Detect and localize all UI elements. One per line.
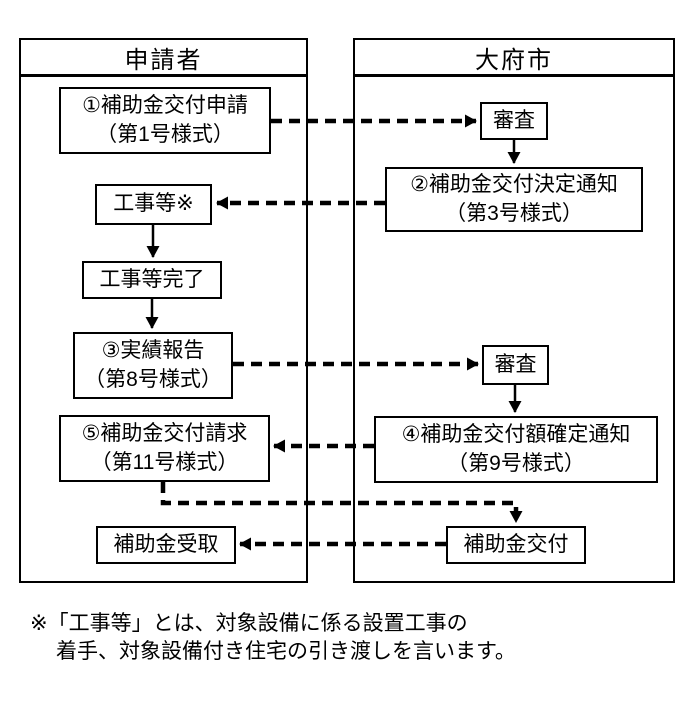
box-subsidy-receive: 補助金受取	[96, 526, 236, 564]
applicant-column: 申請者	[19, 38, 308, 583]
box-subsidy-application: ①補助金交付申請 （第1号様式）	[59, 87, 271, 154]
box-review-1: 審査	[480, 102, 548, 140]
footnote-line-2: 着手、対象設備付き住宅の引き渡しを言います。	[56, 640, 516, 663]
box-subsidy-payment: 補助金交付	[446, 526, 586, 564]
box-amount-notice: ④補助金交付額確定通知 （第9号様式）	[374, 416, 658, 483]
city-column-header: 大府市	[355, 40, 673, 77]
box-decision-notice: ②補助金交付決定通知 （第3号様式）	[385, 167, 643, 232]
city-column: 大府市	[353, 38, 675, 583]
box-performance-report: ③実績報告 （第8号様式）	[73, 332, 233, 399]
footnote-line-1: ※「工事等」とは、対象設備に係る設置工事の	[30, 612, 468, 635]
box-construction: 工事等※	[95, 184, 212, 225]
box-review-2: 審査	[482, 345, 549, 385]
box-payment-request: ⑤補助金交付請求 （第11号様式）	[59, 415, 270, 482]
applicant-column-header: 申請者	[21, 40, 306, 77]
box-construction-complete: 工事等完了	[82, 261, 222, 299]
footnote: ※「工事等」とは、対象設備に係る設置工事の 着手、対象設備付き住宅の引き渡しを言…	[30, 610, 516, 666]
